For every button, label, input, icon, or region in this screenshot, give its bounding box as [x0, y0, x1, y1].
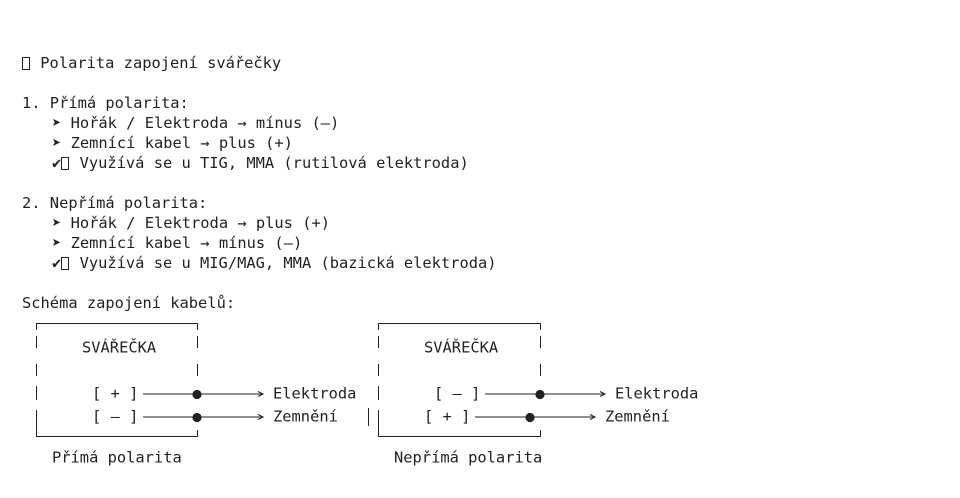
reverse-top-connector-dot [535, 389, 545, 400]
reverse-electrode-label: Elektroda [615, 385, 698, 403]
direct-bottom-connector-dot [192, 412, 202, 423]
direct-ground-line: ➤ Zemnící kabel → plus (+) [22, 133, 497, 153]
direct-box-label: SVÁŘEČKA [82, 338, 156, 357]
arrow-head-icon [599, 391, 607, 397]
direct-usage-line: ✔ Využívá se u TIG, MMA (rutilová elektr… [22, 153, 497, 173]
arrow-head-icon [257, 391, 265, 397]
polarity-document: Polarita zapojení svářečky 1. Přímá pola… [22, 53, 497, 313]
bullet-arrow-icon: ➤ [52, 134, 62, 152]
reverse-polarity-heading: 2. Nepřímá polarita: [22, 194, 208, 212]
bullet-arrow-icon: ➤ [52, 214, 62, 232]
schema-heading: Schéma zapojení kabelů: [22, 294, 236, 312]
reverse-ground-label: Zemnění [605, 408, 670, 426]
document-title: Polarita zapojení svářečky [40, 54, 282, 72]
variation-selector-icon [61, 257, 70, 270]
direct-electrode-label: Elektroda [273, 385, 356, 403]
reverse-box-bottom-border [378, 410, 541, 437]
electric-plug-icon [22, 57, 30, 70]
direct-usage-text: Využívá se u TIG, MMA (rutilová elektrod… [79, 154, 469, 172]
direct-torch-text: Hořák / Elektroda → mínus (–) [70, 114, 340, 132]
direct-top-connector-dot [192, 389, 202, 400]
reverse-torch-line: ➤ Hořák / Elektroda → plus (+) [22, 213, 497, 233]
reverse-torch-text: Hořák / Elektroda → plus (+) [70, 214, 331, 232]
arrow-head-icon [589, 414, 597, 420]
direct-torch-line: ➤ Hořák / Elektroda → mínus (–) [22, 113, 497, 133]
reverse-box-top-border [378, 323, 541, 330]
reverse-usage-text: Využívá se u MIG/MAG, MMA (bazická elekt… [79, 254, 497, 272]
document-title-line: Polarita zapojení svářečky [22, 53, 497, 73]
reverse-usage-line: ✔ Využívá se u MIG/MAG, MMA (bazická ele… [22, 253, 497, 273]
check-mark-icon: ✔ [52, 154, 62, 172]
reverse-bottom-connector-dot [525, 412, 535, 423]
reverse-caption: Nepřímá polarita [394, 449, 542, 467]
direct-welder-box [36, 323, 198, 437]
direct-box-bottom-border [36, 410, 198, 437]
direct-ground-label: Zemnění [273, 408, 338, 426]
reverse-ground-text: Zemnící kabel → mínus (–) [70, 234, 303, 252]
reverse-box-label: SVÁŘEČKA [424, 338, 498, 357]
reverse-welder-box [378, 323, 541, 437]
reverse-top-terminal: [ – ] [434, 385, 480, 403]
check-mark-icon: ✔ [52, 254, 62, 272]
arrow-head-icon [257, 414, 265, 420]
wiring-diagram: SVÁŘEČKA [ + ] [ – ] Elektroda Zemnění P… [36, 323, 698, 467]
direct-top-terminal: [ + ] [92, 385, 138, 403]
reverse-bottom-terminal: [ + ] [424, 408, 470, 426]
reverse-ground-line: ➤ Zemnící kabel → mínus (–) [22, 233, 497, 253]
direct-caption: Přímá polarita [52, 449, 182, 467]
direct-ground-text: Zemnící kabel → plus (+) [70, 134, 293, 152]
direct-polarity-heading: 1. Přímá polarita: [22, 94, 189, 112]
bullet-arrow-icon: ➤ [52, 234, 62, 252]
direct-bottom-terminal: [ – ] [92, 408, 138, 426]
variation-selector-icon [61, 157, 70, 170]
direct-box-top-border [36, 323, 198, 330]
bullet-arrow-icon: ➤ [52, 114, 62, 132]
